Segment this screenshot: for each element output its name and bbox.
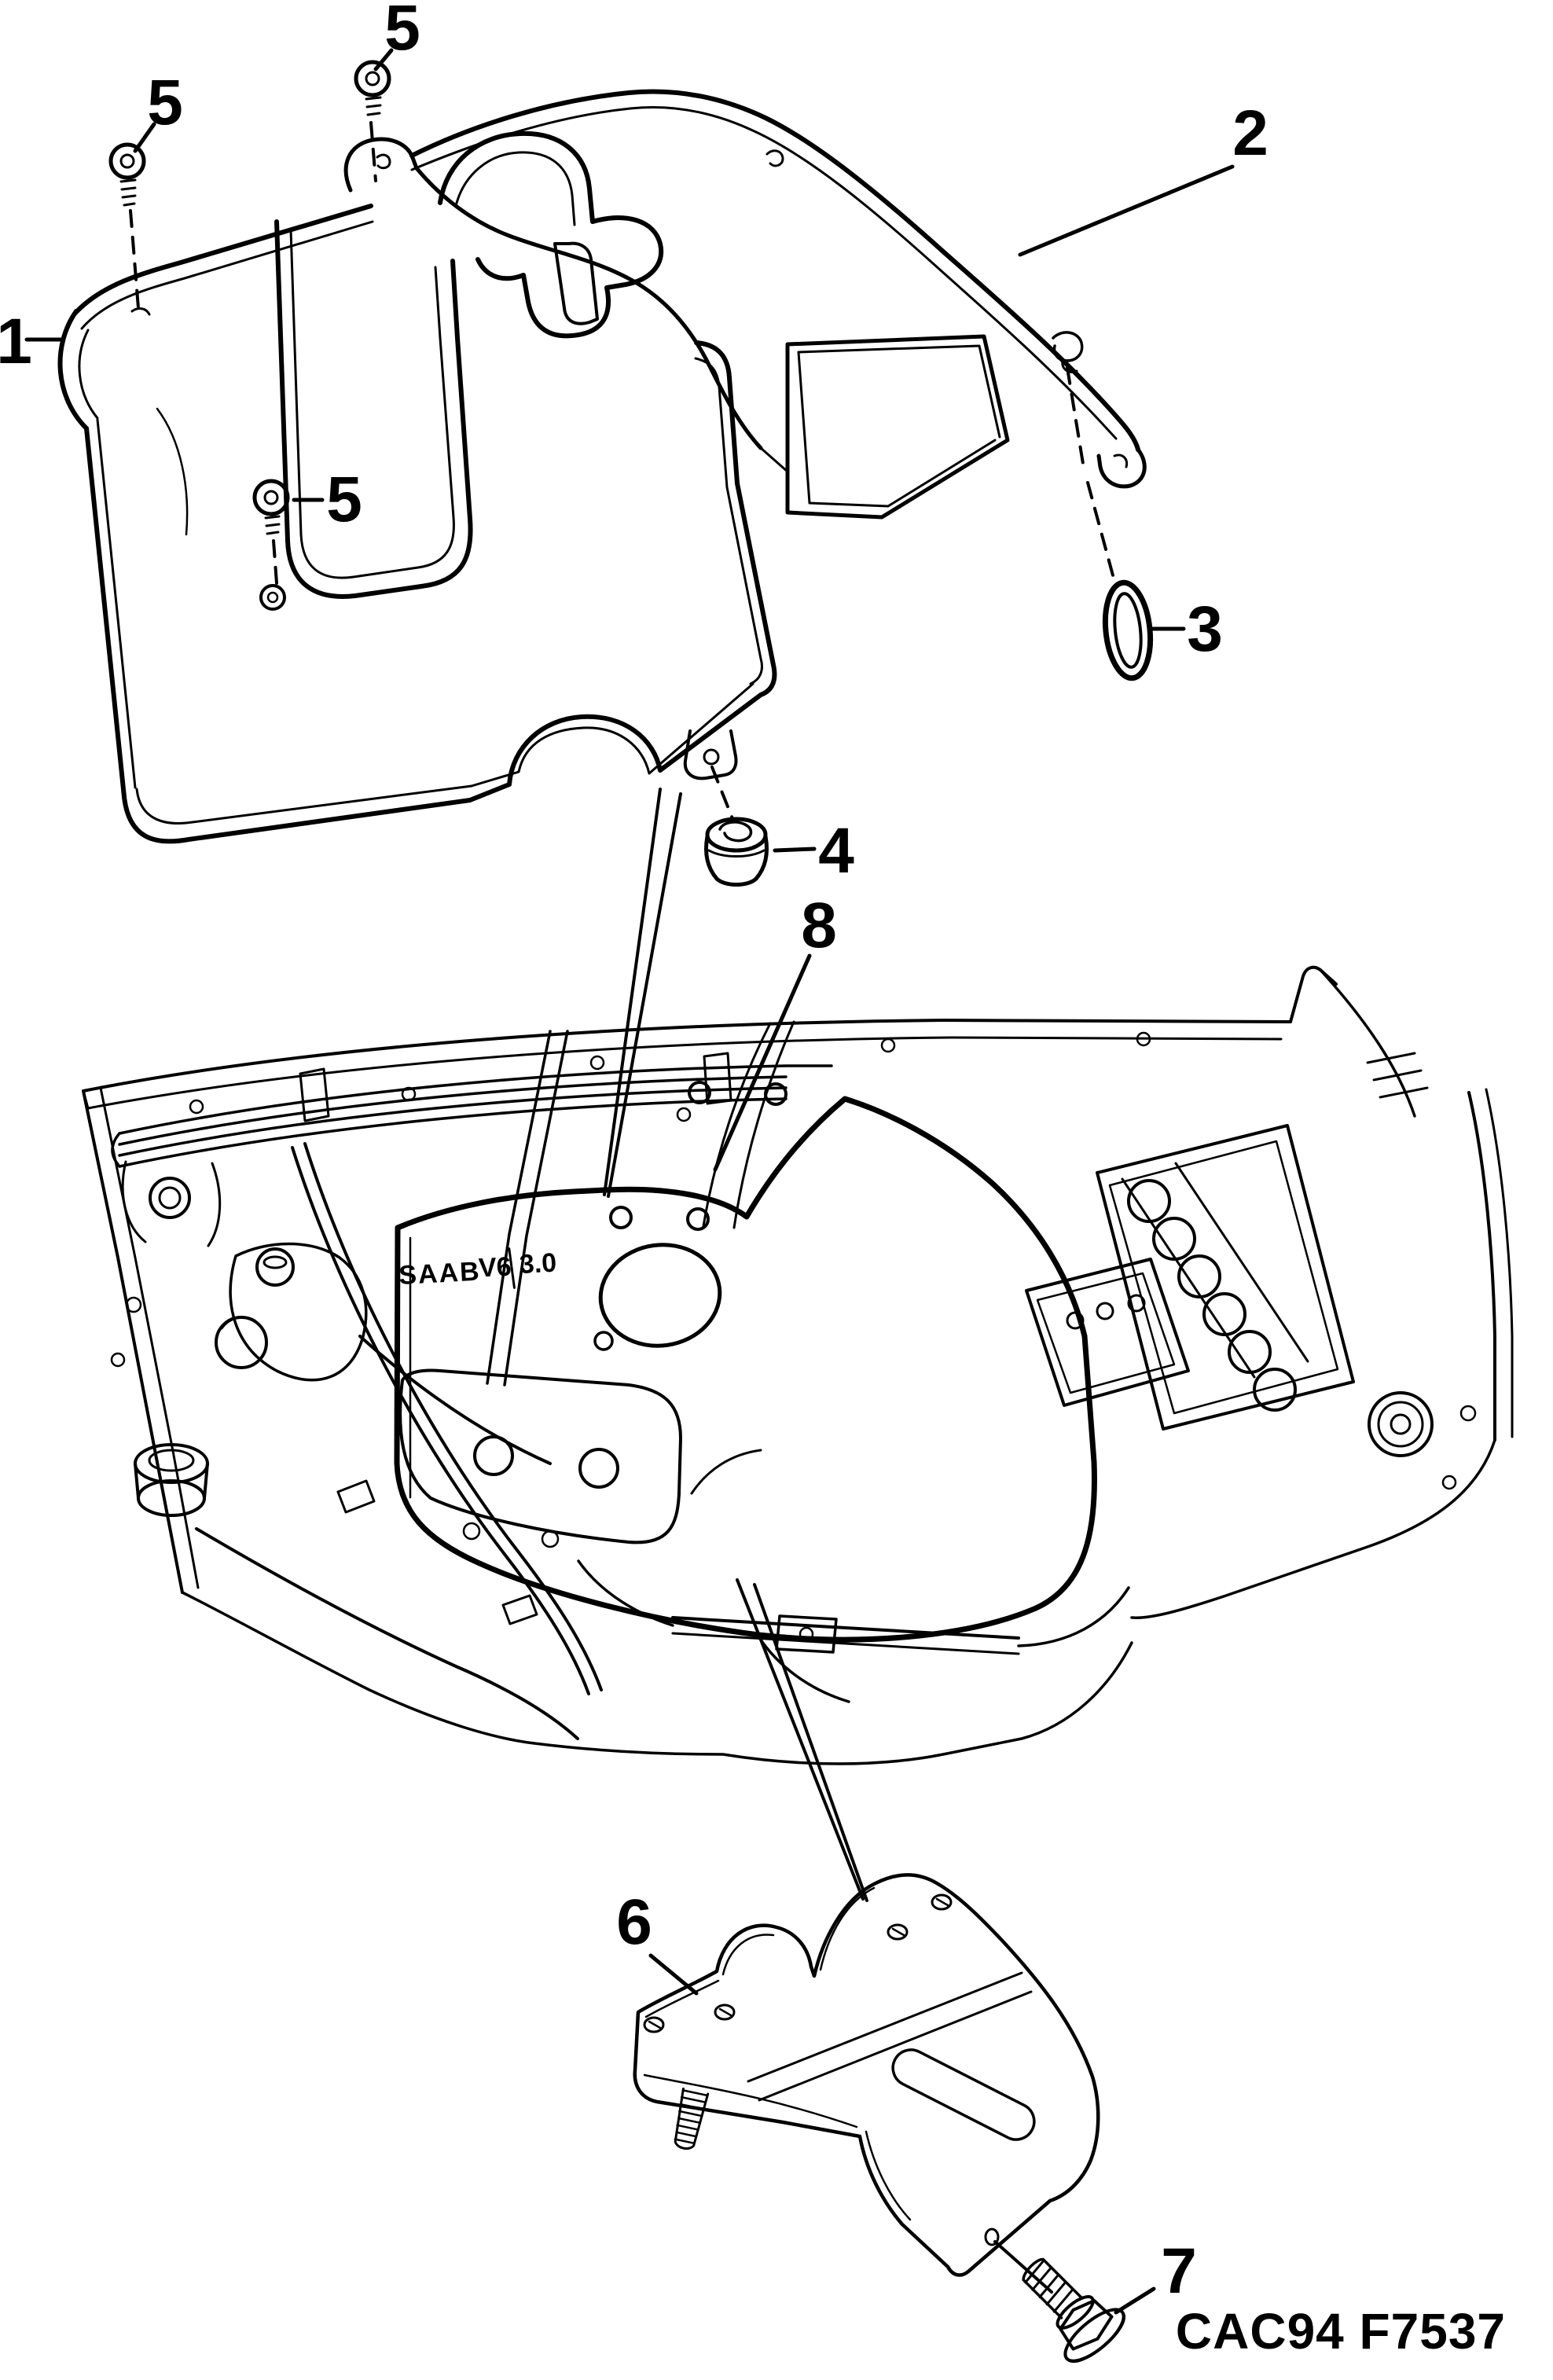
screw-icon-top-center (354, 60, 391, 182)
leader-6 (648, 1953, 699, 1996)
badge-brand-text: SAAB (398, 1257, 481, 1291)
badge-engine-text: V6 (478, 1252, 512, 1284)
callout-7-label: 7 (1161, 2235, 1197, 2307)
callout-5-top-left-label: 5 (147, 67, 183, 138)
callout-1-label: 1 (0, 306, 32, 377)
part-1-engine-cover (57, 130, 777, 844)
part1-boss-hole (703, 748, 720, 766)
leader-7 (1114, 2286, 1156, 2315)
screw-icon-middle (252, 479, 290, 611)
left-strut-mount (149, 1177, 191, 1219)
callout-2-label: 2 (1232, 97, 1268, 169)
leader-4 (773, 847, 817, 853)
callout-8-label: 8 (801, 890, 837, 961)
leader-engine-to-bracket (736, 1578, 868, 1902)
part-2-side-cover (343, 89, 1147, 577)
leader-bolt-to-hole (993, 2240, 1053, 2294)
leader-5-top-center (373, 48, 394, 72)
bracket-slot (891, 2048, 1036, 2141)
callout-4-label: 4 (818, 815, 854, 887)
right-strut-mount (1368, 1391, 1477, 1490)
part2-mount-hole-mark (1052, 331, 1084, 362)
callout-labels: 1 5 5 5 2 3 4 8 6 7 (0, 0, 1268, 2307)
fuse-box (1025, 1258, 1190, 1407)
callout-6-label: 6 (616, 1886, 652, 1958)
part2-screw-hole-mark (376, 153, 391, 170)
leader-2 (1018, 164, 1235, 257)
engine-cover-saab-v6: SAAB V6 3.0 (394, 1081, 1097, 1703)
part-4-rubber-grommet (704, 766, 769, 887)
leader-5-top-left (133, 122, 156, 153)
leader-8 (713, 953, 812, 1172)
dashed-line-to-oring (1066, 366, 1114, 577)
callout-3-label: 3 (1187, 593, 1223, 665)
battery (1096, 1124, 1355, 1431)
engine-bay-illustration: SAAB V6 3.0 (82, 965, 1514, 1765)
part2-wing-mark (765, 149, 784, 167)
part-6-bracket (633, 1873, 1100, 2277)
bracket-bolt-hole (984, 2228, 1000, 2246)
callout-5-top-center-label: 5 (384, 0, 420, 64)
leader-cover1-to-engine (603, 788, 682, 1198)
intake-boss (598, 1243, 722, 1348)
screw-washer (259, 584, 286, 611)
washer-reservoir (229, 1242, 368, 1382)
part-7-flange-bolt (1022, 2257, 1125, 2363)
badge-displacement-text: 3.0 (519, 1248, 557, 1280)
callout-5-mid-label: 5 (326, 464, 362, 535)
screw-icon-top-left (108, 142, 146, 310)
dashed-line-grommet (710, 766, 735, 822)
footer-drawing-code: CAC94 F7537 (1176, 2303, 1506, 2360)
part-3-oring-seal (1102, 579, 1154, 681)
bracket-stud (674, 2087, 710, 2150)
leader-lines (24, 48, 1235, 2315)
